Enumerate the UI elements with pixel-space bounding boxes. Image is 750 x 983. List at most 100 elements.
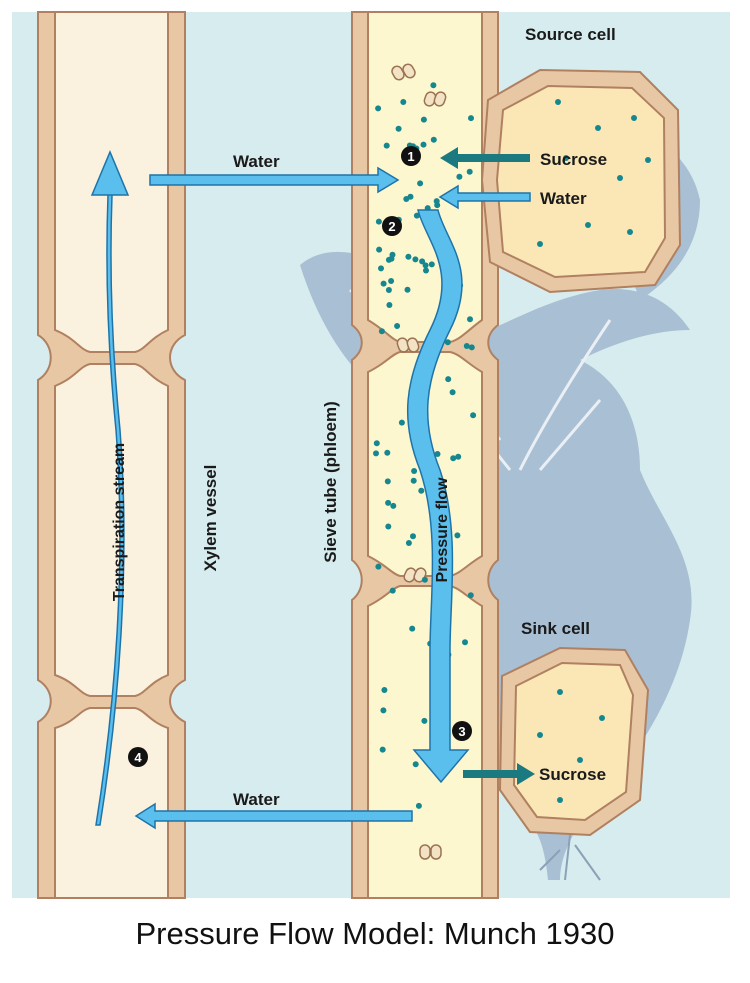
sucrose-dot [627,229,633,235]
sucrose-dot [417,180,424,187]
sucrose-dot [463,343,470,349]
sucrose-dot [383,142,390,149]
sucrose-in-arrow [440,147,530,169]
sucrose-dot [405,540,412,546]
sucrose-dot [420,141,427,148]
sucrose-dot [385,499,392,506]
sucrose-dot [449,389,456,396]
step-1-marker: 1 [401,146,421,166]
sucrose-dot [394,323,401,329]
sucrose-dot [462,639,468,646]
pressure-flow-label: Pressure flow [434,477,451,582]
sucrose-dot [403,196,410,202]
sucrose-dot [631,115,637,121]
sucrose-dot [390,502,397,509]
sucrose-dot [389,251,396,258]
sucrose-dot [389,587,396,594]
sucrose-dot [444,339,451,346]
sucrose-dot [420,116,427,123]
sucrose-dot [467,316,473,323]
sucrose-dot [412,761,419,768]
sucrose-dot [617,175,623,181]
step-2-marker: 2 [382,216,402,236]
sucrose-dot [411,468,418,474]
sucrose-dot [445,376,452,383]
xylem-vessel-label: Xylem vessel [201,465,220,572]
sucrose-dot [419,258,426,265]
sucrose-dot [470,412,477,419]
sucrose-dot [577,757,583,763]
sucrose-dot [384,478,391,485]
transpiration-arrow [90,150,130,826]
sucrose-dot [585,222,591,228]
sucrose-dot [410,533,416,540]
sucrose-dot [379,746,386,753]
sink-cell-label: Sink cell [521,619,590,638]
sucrose-dot [455,453,462,460]
sucrose-dot [468,115,474,122]
sucrose-dot [467,592,474,599]
sucrose-dot [430,82,437,89]
sucrose-dot [415,802,422,809]
sucrose-dot [423,267,429,274]
water-arrow-top [149,166,400,194]
water-arrow-bottom [134,802,413,830]
sucrose-dot [378,328,385,335]
sucrose-out-label: Sucrose [539,765,606,784]
sucrose-dot [404,286,411,293]
sucrose-out-arrow [463,763,535,785]
water-in-arrow [438,184,531,210]
sucrose-dot [375,218,382,225]
sucrose-dot [557,797,563,803]
sucrose-dot [433,198,440,205]
sucrose-dot [466,168,473,175]
sucrose-dot [395,125,402,132]
water-bottom-label: Water [233,790,280,809]
sucrose-dot [381,687,388,693]
sucrose-dot [456,173,463,180]
root-hairs [539,834,601,881]
step-4-marker: 4 [128,747,148,767]
svg-text:1: 1 [407,149,414,164]
sucrose-dot [563,155,569,161]
sucrose-dot [378,265,384,272]
sucrose-dot [400,99,407,105]
source-cell-label: Source cell [525,25,616,44]
transpiration-stream-label: Transpiration stream [111,443,128,601]
sucrose-dot [385,256,392,263]
sucrose-dot [398,419,405,426]
sucrose-dot [375,563,382,570]
plastids [391,63,447,860]
sucrose-dot [373,450,379,457]
sucrose-dot [555,99,561,105]
sucrose-dot [418,487,425,494]
caption: Pressure Flow Model: Munch 1930 [135,916,615,951]
sucrose-dot [421,717,428,724]
sucrose-dot [388,278,395,284]
source-cell [480,68,682,294]
svg-text:3: 3 [458,724,465,739]
sucrose-dot [450,455,457,462]
sucrose-molecules [373,82,651,809]
svg-text:2: 2 [388,219,395,234]
sieve-tube-label: Sieve tube (phloem) [321,401,340,563]
water-top-label: Water [233,152,280,171]
sucrose-dot [599,715,605,721]
arrows [90,147,535,830]
sucrose-dot [428,261,435,268]
sucrose-dot [386,302,393,308]
sucrose-dot [375,105,382,112]
sucrose-dot [373,440,380,447]
sucrose-in-label: Sucrose [540,150,607,169]
sucrose-dot [422,262,429,269]
sucrose-dot [376,246,383,253]
sucrose-dot [412,256,419,263]
sucrose-dot [421,576,428,583]
sucrose-dot [385,287,392,293]
sucrose-dot [405,253,412,260]
sucrose-dot [380,280,387,287]
sucrose-dot [430,136,437,143]
sucrose-dot [384,449,391,456]
sucrose-dot [454,532,461,539]
sucrose-dot [410,477,417,484]
